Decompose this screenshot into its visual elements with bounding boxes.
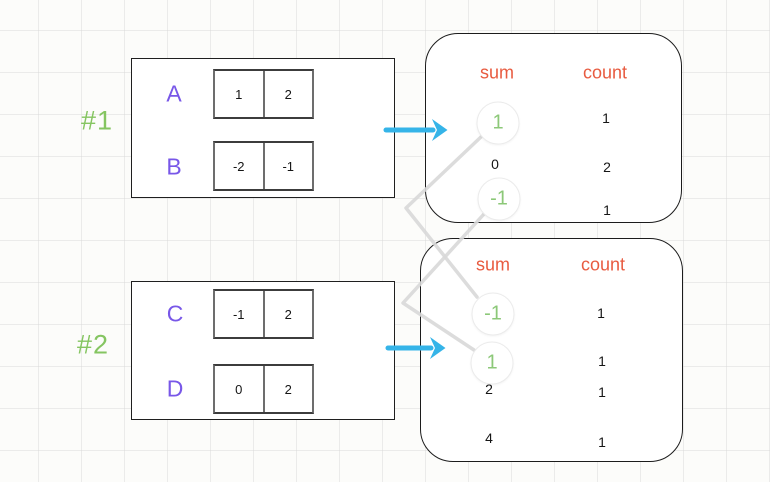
count-header-1: count <box>582 62 628 83</box>
count-value: 1 <box>602 110 610 126</box>
input-arrays-box-2: C -1 2 D 0 2 <box>131 281 395 420</box>
array-a-cell-1: 2 <box>262 71 313 117</box>
array-d-label: D <box>166 375 184 402</box>
array-c-label: C <box>166 300 184 327</box>
sum-count-table-1: sum count 1 1 0 2 -1 1 <box>425 33 682 223</box>
count-value: 1 <box>597 305 605 321</box>
array-b-cell-1: -1 <box>262 143 313 189</box>
array-c-cell-1: 2 <box>262 291 313 337</box>
array-c-cells: -1 2 <box>213 289 314 339</box>
array-c-cell-0: -1 <box>232 306 245 322</box>
sum-value: 0 <box>491 156 499 172</box>
array-d-cells: 0 2 <box>213 364 314 414</box>
count-value: 1 <box>598 434 606 450</box>
array-d-cell-0: 0 <box>235 381 243 397</box>
count-value: 2 <box>603 159 611 175</box>
sum-value: 2 <box>485 381 493 397</box>
sum-count-table-2: sum count -1 1 1 1 2 1 4 1 <box>420 238 683 462</box>
highlighted-sum-value: 1 <box>476 101 520 145</box>
example-1-label: #1 <box>80 105 114 136</box>
highlighted-sum-value: 1 <box>470 341 514 385</box>
highlighted-sum-value: -1 <box>477 177 521 221</box>
count-value: 1 <box>598 353 606 369</box>
input-arrays-box-1: A 1 2 B -2 -1 <box>131 58 395 198</box>
highlighted-sum-value: -1 <box>471 292 515 336</box>
array-b-cells: -2 -1 <box>213 141 314 191</box>
example-2-label: #2 <box>76 329 110 360</box>
array-b-label: B <box>166 153 182 180</box>
sum-header-1: sum <box>479 62 515 83</box>
array-a-cells: 1 2 <box>213 69 314 119</box>
count-value: 1 <box>598 384 606 400</box>
array-a-cell-0: 1 <box>235 86 243 102</box>
count-header-2: count <box>580 254 626 275</box>
sum-header-2: sum <box>475 254 511 275</box>
array-d-cell-1: 2 <box>262 366 313 412</box>
array-b-cell-0: -2 <box>232 158 245 174</box>
sum-value: 4 <box>485 430 493 446</box>
count-value: 1 <box>603 202 611 218</box>
array-a-label: A <box>166 80 182 107</box>
